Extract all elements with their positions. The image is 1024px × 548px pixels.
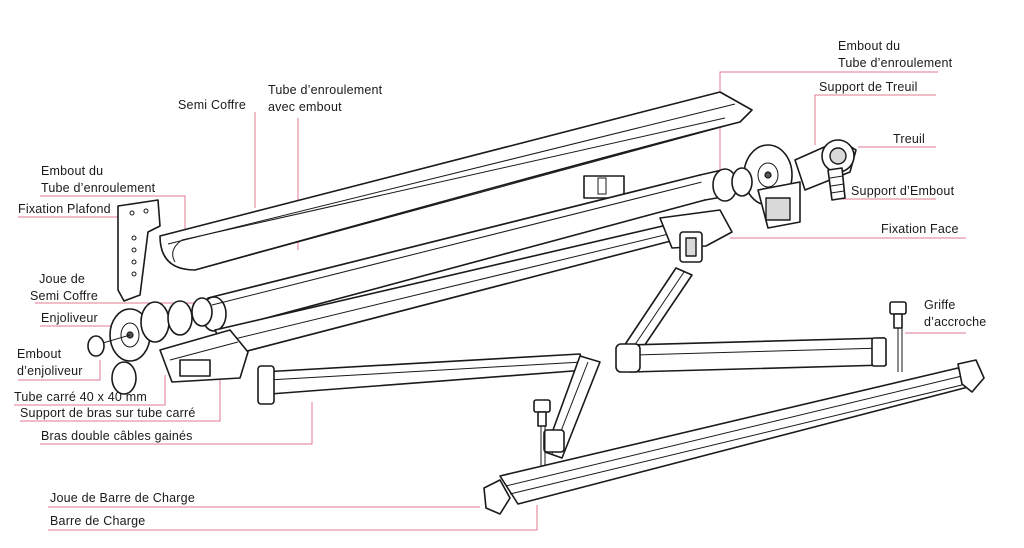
label-support-treuil: Support de Treuil: [819, 80, 918, 94]
fixation-face-drawing: [659, 209, 733, 263]
label-embout-tube-left-line2: Tube d’enroulement: [41, 181, 156, 195]
label-joue-semi-coffre-line1: Joue de: [39, 272, 85, 286]
label-bras-double: Bras double câbles gainés: [41, 429, 193, 443]
leader-lines: [14, 71, 966, 531]
label-griffe: Griffe d’accroche: [924, 297, 986, 331]
label-enjoliveur: Enjoliveur: [41, 311, 98, 325]
barre-charge-drawing: [483, 359, 985, 515]
label-embout-tube-right-line1: Embout du: [838, 39, 901, 53]
label-embout-enjoliveur-line2: d’enjoliveur: [17, 364, 83, 378]
label-barre-charge: Barre de Charge: [50, 514, 146, 528]
label-griffe-line1: Griffe: [924, 298, 956, 312]
semi-coffre-drawing: [159, 91, 753, 271]
label-fixation-plafond: Fixation Plafond: [18, 202, 111, 216]
label-griffe-line2: d’accroche: [924, 315, 987, 329]
label-treuil: Treuil: [893, 132, 925, 146]
label-tube-enroulement-line1: Tube d’enroulement: [268, 83, 383, 97]
label-embout-tube-left: Embout du Tube d’enroulement: [41, 163, 155, 197]
right-end-hardware-drawing: [712, 139, 857, 229]
label-embout-tube-left-line1: Embout du: [41, 164, 104, 178]
label-fixation-face: Fixation Face: [881, 222, 959, 236]
label-embout-enjoliveur: Embout d’enjoliveur: [17, 346, 83, 380]
label-tube-enroulement: Tube d’enroulement avec embout: [268, 82, 382, 116]
label-support-embout: Support d’Embout: [851, 184, 955, 198]
bras-double-drawing: [257, 267, 887, 459]
label-semi-coffre: Semi Coffre: [178, 98, 246, 112]
label-tube-carre: Tube carré 40 x 40 mm: [14, 390, 147, 404]
label-embout-tube-right-line2: Tube d’enroulement: [838, 56, 953, 70]
label-tube-enroulement-line2: avec embout: [268, 100, 342, 114]
left-end-hardware-drawing: [87, 297, 249, 395]
label-joue-barre-charge: Joue de Barre de Charge: [50, 491, 195, 505]
fixation-plafond-drawing: [117, 199, 161, 302]
label-support-bras: Support de bras sur tube carré: [20, 406, 196, 420]
label-joue-semi-coffre: Joue de Semi Coffre: [30, 271, 98, 305]
label-embout-enjoliveur-line1: Embout: [17, 347, 62, 361]
griffe-drawing: [533, 301, 907, 466]
label-joue-semi-coffre-line2: Semi Coffre: [30, 289, 98, 303]
label-embout-tube-right: Embout du Tube d’enroulement: [838, 38, 952, 72]
